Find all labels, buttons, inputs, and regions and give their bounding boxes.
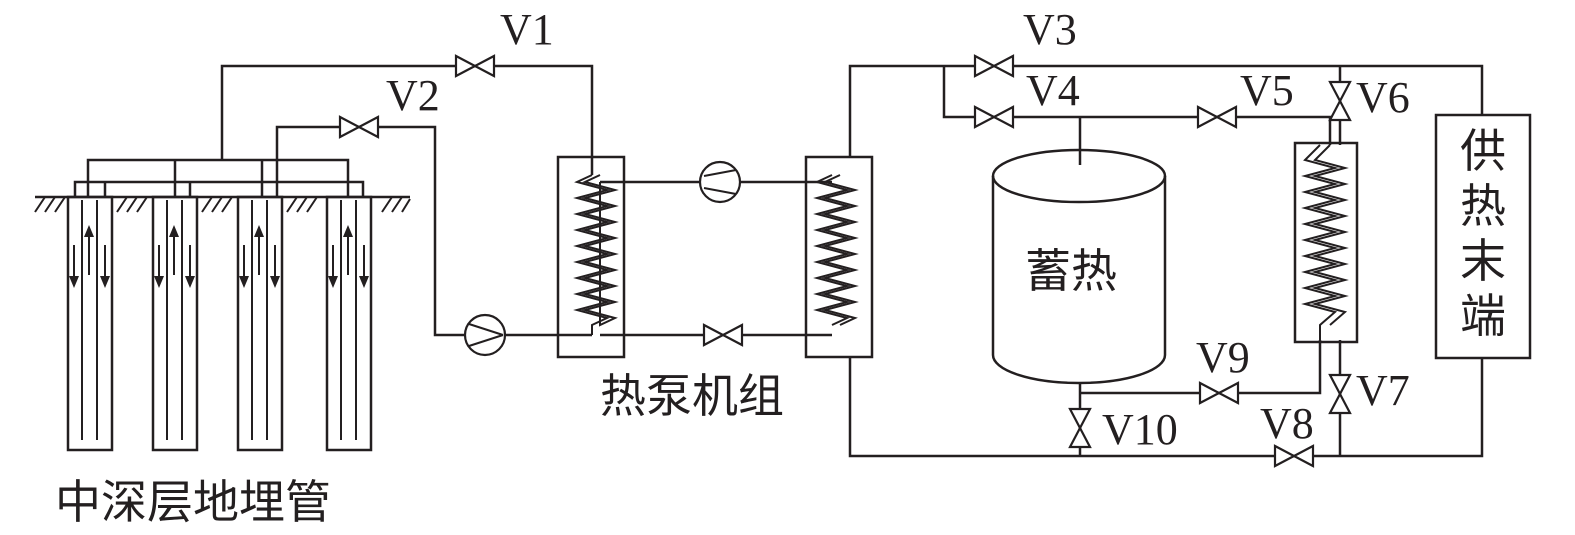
heat-pump-unit: 热泵机组 [556, 155, 874, 423]
valve-v10: V10 [1068, 405, 1178, 454]
valve-v4: V4 [973, 66, 1080, 129]
borehole-4 [325, 195, 373, 452]
storage-tank-label: 蓄热 [1025, 244, 1117, 298]
ground-pipes-label: 中深层地埋管 [55, 475, 331, 529]
ground-hatch [34, 196, 411, 213]
v4-label: V4 [1026, 66, 1080, 115]
v8-label: V8 [1260, 399, 1314, 448]
borehole-2 [151, 195, 199, 452]
borehole-3 [236, 195, 284, 452]
v6-label: V6 [1356, 73, 1410, 122]
evaporator [556, 155, 626, 359]
valve-v6: V6 [1328, 73, 1410, 122]
condenser [804, 155, 874, 359]
compressor-icon [698, 160, 742, 204]
v1-pipe [220, 64, 594, 175]
storage-tank: 蓄热 [991, 148, 1167, 385]
valve-v5: V5 [1196, 66, 1294, 129]
heat-pump-label: 热泵机组 [600, 369, 784, 423]
borehole-1 [66, 195, 114, 452]
outer-manifold [73, 180, 365, 197]
load-piping [848, 64, 1484, 458]
v1-label: V1 [500, 5, 554, 54]
inner-manifold [86, 158, 350, 197]
expansion-valve-icon [702, 323, 744, 347]
heating-terminal-char-1: 供 [1460, 124, 1506, 178]
heating-terminal-char-3: 末 [1460, 234, 1506, 288]
v7-label: V7 [1356, 366, 1410, 415]
v2-label: V2 [386, 71, 440, 120]
heating-terminal: 供 热 末 端 [1434, 113, 1532, 360]
source-piping [220, 64, 594, 357]
valve-v1: V1 [454, 5, 554, 78]
v3-label: V3 [1023, 5, 1077, 54]
valve-v9: V9 [1196, 333, 1250, 405]
source-pump-icon [463, 313, 507, 357]
heating-terminal-char-4: 端 [1460, 289, 1506, 343]
v5-label: V5 [1240, 66, 1294, 115]
valve-v2: V2 [338, 71, 440, 139]
v9-label: V9 [1196, 333, 1250, 382]
valve-v8: V8 [1260, 399, 1315, 468]
ground-heat-exchanger: 中深层地埋管 [34, 158, 411, 529]
valve-v3: V3 [973, 5, 1077, 78]
heating-terminal-char-2: 热 [1460, 179, 1506, 233]
v10-label: V10 [1102, 405, 1178, 454]
valve-v7: V7 [1328, 366, 1410, 415]
plate-heat-exchanger [1293, 141, 1359, 344]
v2-pipe [275, 125, 465, 337]
